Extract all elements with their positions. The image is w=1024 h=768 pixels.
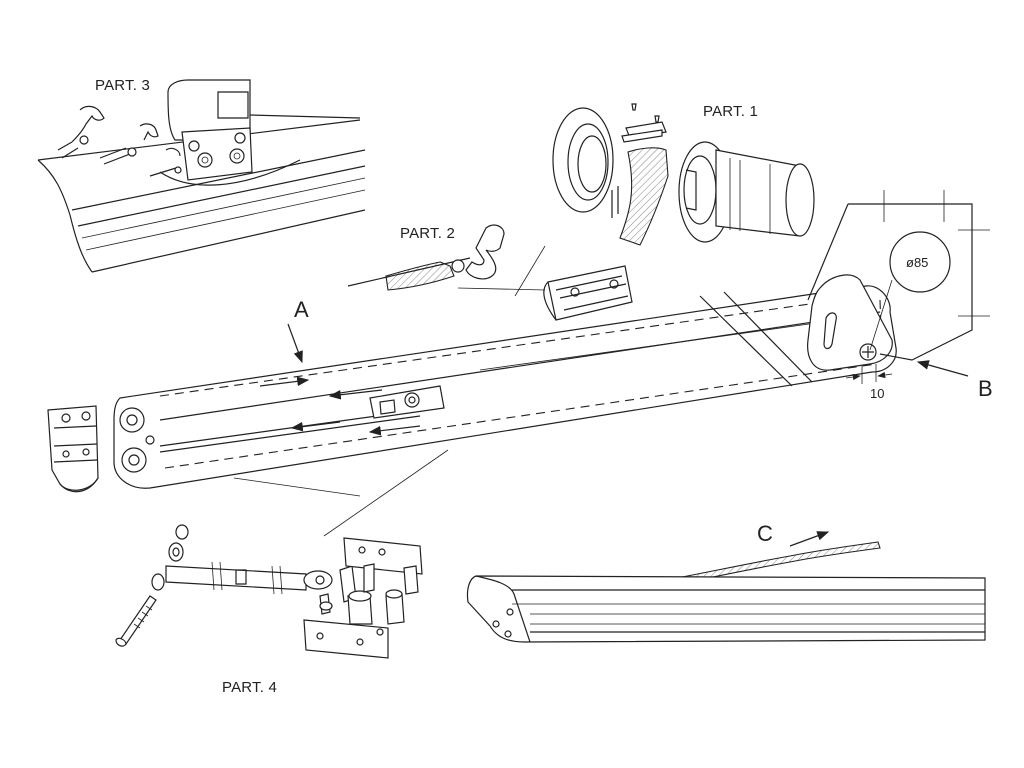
left-profile-section	[47, 405, 99, 493]
wall-bracket: ø85 10	[807, 190, 990, 401]
diameter-label: ø85	[906, 255, 928, 270]
part1-label: PART. 1	[703, 103, 758, 120]
part3-detail: PART. 3	[37, 77, 366, 273]
callout-b: B	[916, 360, 993, 401]
callout-a: A	[287, 297, 309, 364]
part2-label: PART. 2	[400, 225, 455, 242]
part3-label: PART. 3	[95, 77, 150, 94]
part4-detail: PART. 4	[115, 524, 423, 696]
detail-b-label: B	[978, 376, 993, 401]
part2-detail: PART. 2	[347, 224, 546, 297]
roller-diameter-circle	[889, 231, 951, 293]
part1-detail: PART. 1	[552, 103, 815, 246]
detail-c: C	[466, 521, 986, 643]
part4-label: PART. 4	[222, 679, 277, 696]
detail-a-label: A	[294, 297, 309, 322]
offset-dimension-label: 10	[870, 386, 884, 401]
upper-profile-section	[543, 265, 633, 321]
detail-c-label: C	[757, 521, 773, 546]
main-arm	[113, 274, 897, 489]
